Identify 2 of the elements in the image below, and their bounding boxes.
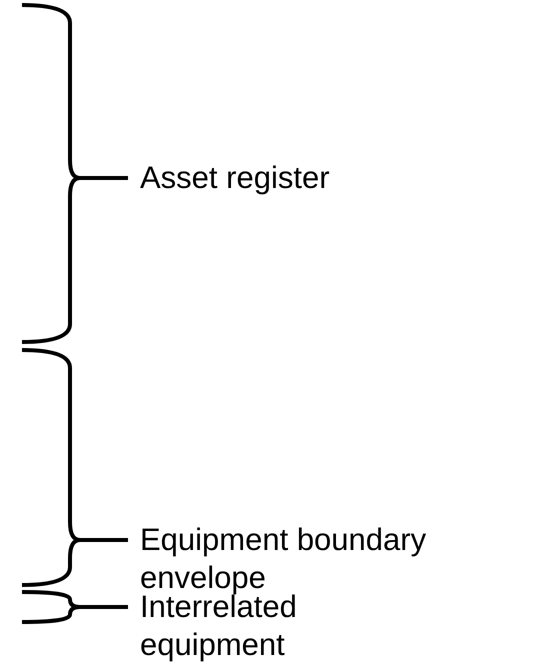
brace-label: Asset register [140, 159, 331, 197]
brace-label: Equipment boundary envelope [140, 521, 428, 595]
